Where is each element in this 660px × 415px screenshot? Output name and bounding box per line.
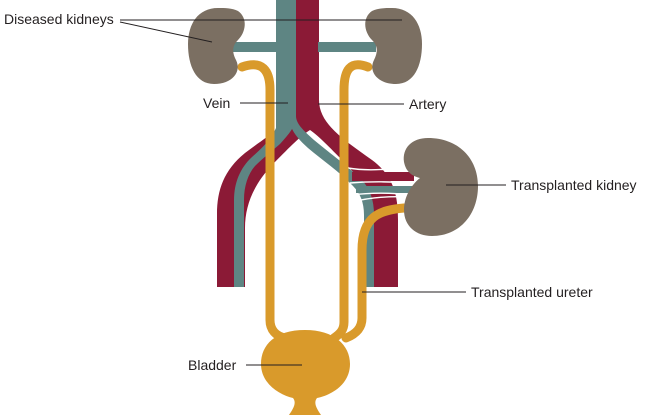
label-transplanted-ureter: Transplanted ureter	[471, 284, 593, 300]
bladder	[261, 330, 350, 415]
transplanted-ureter	[341, 203, 409, 343]
transplant-vein-connection	[356, 186, 414, 193]
leader-diseased-left	[119, 21, 213, 43]
ureters	[237, 60, 409, 343]
vein	[234, 0, 296, 287]
ureter-left	[237, 60, 290, 343]
diseased-kidney-right	[365, 8, 422, 84]
label-artery: Artery	[409, 96, 446, 112]
label-diseased-kidneys: Diseased kidneys	[4, 11, 114, 27]
transplant-artery-connection	[352, 172, 414, 181]
renal-vein-right	[318, 42, 376, 52]
label-transplanted-kidney: Transplanted kidney	[511, 177, 637, 193]
ureter-right	[329, 60, 373, 343]
transplanted-kidney	[403, 138, 478, 236]
diseased-kidney-left	[188, 8, 245, 84]
labels: Diseased kidneys Vein Artery Transplante…	[4, 11, 637, 373]
label-vein: Vein	[203, 95, 230, 111]
renal-vein-left	[232, 42, 294, 52]
leader-lines	[119, 19, 506, 366]
label-bladder: Bladder	[188, 357, 237, 373]
